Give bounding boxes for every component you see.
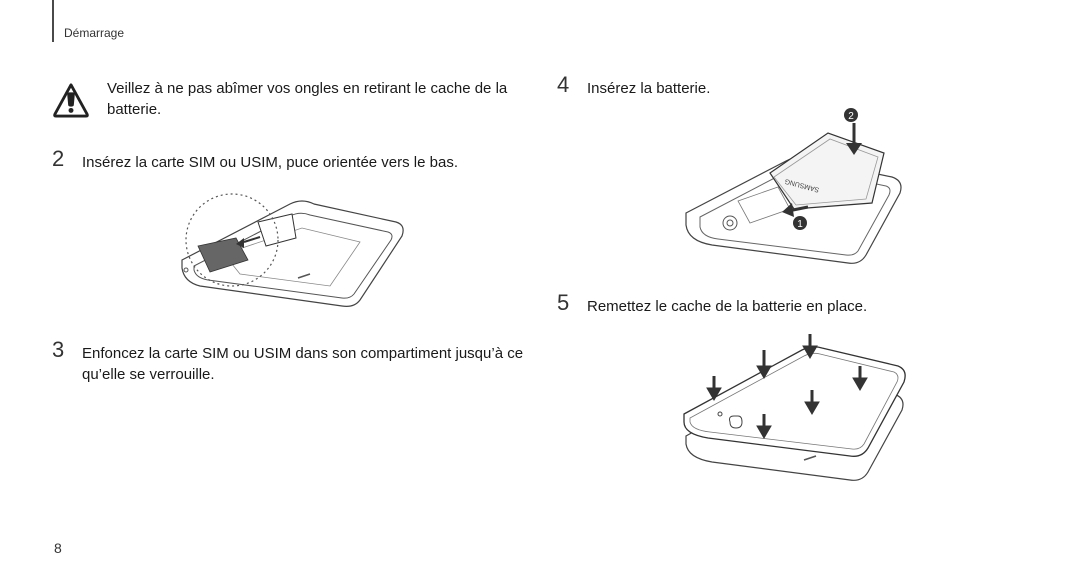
battery-insert-illustration: SAMSUNG 2 1 — [685, 108, 902, 264]
cover-attach-illustration — [683, 334, 906, 481]
section-header: Démarrage — [64, 26, 125, 40]
step-number: 3 — [52, 337, 65, 362]
sim-insert-illustration — [181, 193, 404, 307]
page-number: 8 — [54, 540, 62, 556]
step-text: Remettez le cache de la batterie en plac… — [587, 298, 868, 315]
warning-text: Veillez à ne pas abîmer vos ongles en re… — [107, 80, 508, 118]
step-text: Insérez la carte SIM ou USIM, puce orien… — [82, 154, 459, 171]
callout-1-badge — [793, 216, 807, 230]
warning-triangle-icon — [53, 83, 89, 118]
callout-2-label: 2 — [848, 111, 854, 122]
step-text: Insérez la batterie. — [587, 80, 711, 97]
callout-1-label: 1 — [797, 219, 803, 230]
step-number: 2 — [52, 146, 65, 171]
step-number: 4 — [557, 72, 570, 97]
step-number: 5 — [557, 290, 570, 315]
step-text: Enfoncez la carte SIM ou USIM dans son c… — [82, 345, 524, 383]
callout-2-badge — [844, 108, 858, 122]
header-rule — [52, 0, 54, 42]
